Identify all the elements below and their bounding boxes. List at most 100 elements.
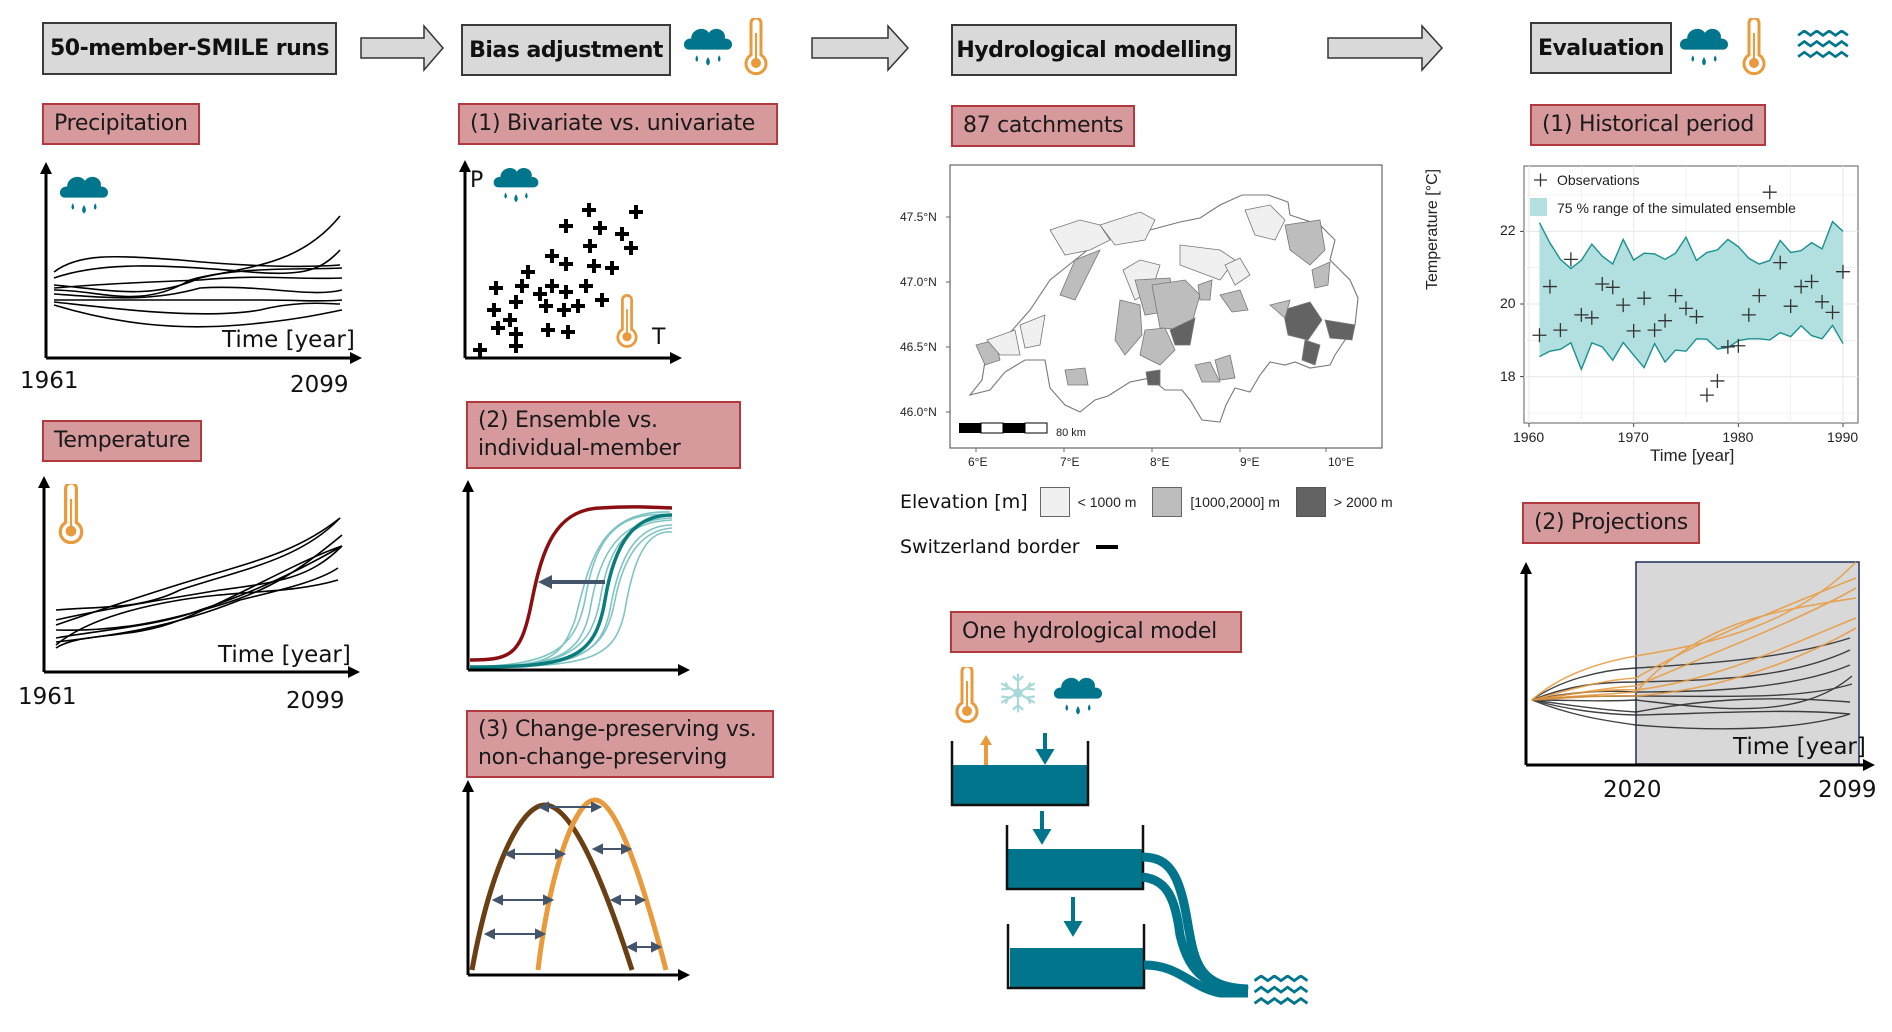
scatter-point bbox=[541, 323, 555, 337]
scatter-point bbox=[624, 241, 638, 255]
scatter-point bbox=[473, 343, 487, 357]
x-tick-label: 1960 bbox=[1513, 429, 1545, 445]
evaporation-arrow bbox=[980, 735, 992, 745]
legend-swatch-mid bbox=[1152, 487, 1183, 517]
precipitation-label: Precipitation bbox=[42, 103, 200, 145]
ensemble-cdf-sketch bbox=[462, 480, 690, 676]
scatter-point bbox=[515, 279, 529, 293]
ensemble-cdf-line bbox=[469, 513, 673, 669]
ensemble-label: (2) Ensemble vs. individual-member bbox=[466, 401, 741, 469]
observation-point bbox=[1762, 185, 1777, 200]
observed-cdf-line bbox=[469, 505, 673, 662]
legend-swatch-low bbox=[1039, 487, 1070, 517]
border-legend: Switzerland border bbox=[900, 536, 1118, 558]
observation-point bbox=[1699, 388, 1714, 403]
observation-point bbox=[1825, 305, 1840, 320]
observation-point bbox=[1731, 338, 1746, 353]
legend-ensemble-range: 75 % range of the simulated ensemble bbox=[1557, 200, 1796, 216]
stage-evaluation: Evaluation bbox=[1530, 22, 1672, 74]
observation-point bbox=[1836, 264, 1850, 279]
scatter-point bbox=[545, 279, 559, 293]
adjusted-member-lines bbox=[1531, 561, 1857, 701]
scatter-point bbox=[509, 339, 523, 353]
precipitation-sketch-chart bbox=[40, 162, 362, 364]
temperature-label: Temperature bbox=[42, 420, 203, 462]
observation-point bbox=[1783, 299, 1798, 314]
y-tick-label: 22 bbox=[1500, 222, 1516, 239]
precipitation-member-lines bbox=[53, 215, 343, 328]
bivariate-scatter-sketch bbox=[459, 160, 682, 364]
scatter-point bbox=[559, 257, 573, 271]
scatter-point bbox=[605, 261, 619, 275]
scale-bar-label: 80 km bbox=[1056, 427, 1086, 439]
observation-point bbox=[1804, 274, 1819, 289]
precipitation-xlabel: Time [year] bbox=[222, 327, 355, 353]
precipitation-x-start: 1961 bbox=[20, 368, 79, 394]
hydrological-model-diagram bbox=[950, 667, 1309, 1005]
x-tick-label: 1980 bbox=[1722, 429, 1754, 445]
y-tick-label: 18 bbox=[1500, 367, 1516, 384]
flow-down-arrows bbox=[1032, 733, 1083, 937]
border-legend-line bbox=[1095, 545, 1118, 549]
projections-sketch-chart bbox=[1520, 561, 1875, 771]
observation-point bbox=[1741, 307, 1756, 322]
observation-point bbox=[1563, 252, 1578, 267]
scatter-point bbox=[561, 325, 575, 339]
map-lat-tick: 47.0°N bbox=[900, 275, 937, 289]
scatter-point bbox=[595, 293, 609, 307]
scatter-point bbox=[559, 219, 573, 233]
legend-observations: Observations bbox=[1557, 172, 1640, 188]
scatter-point bbox=[579, 279, 593, 293]
scatter-point bbox=[521, 265, 535, 279]
legend-swatch-high bbox=[1295, 487, 1326, 517]
scatter-point bbox=[557, 303, 571, 317]
temperature-x-start: 1961 bbox=[18, 684, 77, 710]
observation-point bbox=[1626, 323, 1641, 338]
map-lat-tick: 46.5°N bbox=[900, 340, 937, 354]
temperature-xlabel: Time [year] bbox=[218, 642, 351, 668]
scatter-point bbox=[615, 227, 629, 241]
map-lat-tick: 47.5°N bbox=[900, 210, 937, 224]
scatter-point bbox=[491, 321, 505, 335]
stage-smile-runs: 50-member-SMILE runs bbox=[42, 22, 337, 75]
observation-point bbox=[1553, 323, 1568, 338]
scatter-point bbox=[509, 327, 523, 341]
map-lat-tick: 46.0°N bbox=[900, 405, 937, 419]
scatter-point bbox=[629, 205, 643, 219]
precipitation-x-end: 2099 bbox=[290, 372, 349, 398]
scatter-point bbox=[509, 295, 523, 309]
observation-point bbox=[1815, 294, 1830, 309]
band-lower-line bbox=[1539, 324, 1844, 372]
observation-point bbox=[1794, 279, 1809, 294]
observation-point bbox=[1689, 309, 1704, 324]
chart-ylabel: Temperature [°C] bbox=[1424, 168, 1441, 290]
scatter-point bbox=[487, 303, 501, 317]
observation-point bbox=[1532, 328, 1547, 343]
x-tick-label: 1970 bbox=[1617, 429, 1649, 445]
observation-point bbox=[1679, 301, 1693, 316]
scatter-point bbox=[539, 299, 553, 313]
observation-point bbox=[1720, 339, 1735, 354]
observation-point bbox=[1637, 291, 1652, 306]
scatter-points bbox=[473, 203, 643, 357]
observation-point bbox=[1542, 279, 1557, 294]
temperature-sketch-chart bbox=[38, 476, 360, 678]
scatter-point bbox=[571, 299, 585, 313]
scatter-point bbox=[559, 285, 573, 299]
observation-point bbox=[1616, 298, 1631, 313]
projections-xlabel: Time [year] bbox=[1733, 734, 1866, 760]
reservoirs bbox=[953, 765, 1144, 988]
projections-x-end: 2099 bbox=[1818, 777, 1877, 803]
observation-point bbox=[1574, 307, 1589, 322]
stage-hydrological-modelling: Hydrological modelling bbox=[951, 24, 1237, 76]
bivariate-ylabel: P bbox=[470, 168, 484, 193]
scatter-point bbox=[583, 239, 597, 253]
y-tick-label: 20 bbox=[1500, 295, 1516, 311]
legend-plus-key bbox=[1534, 173, 1547, 187]
hydrological-model-label: One hydrological model bbox=[950, 611, 1242, 653]
bivariate-label: (1) Bivariate vs. univariate bbox=[458, 103, 778, 145]
switzerland-catchment-map bbox=[946, 164, 1383, 452]
elevation-legend-title: Elevation [m] bbox=[900, 491, 1028, 513]
scatter-point bbox=[503, 313, 517, 327]
